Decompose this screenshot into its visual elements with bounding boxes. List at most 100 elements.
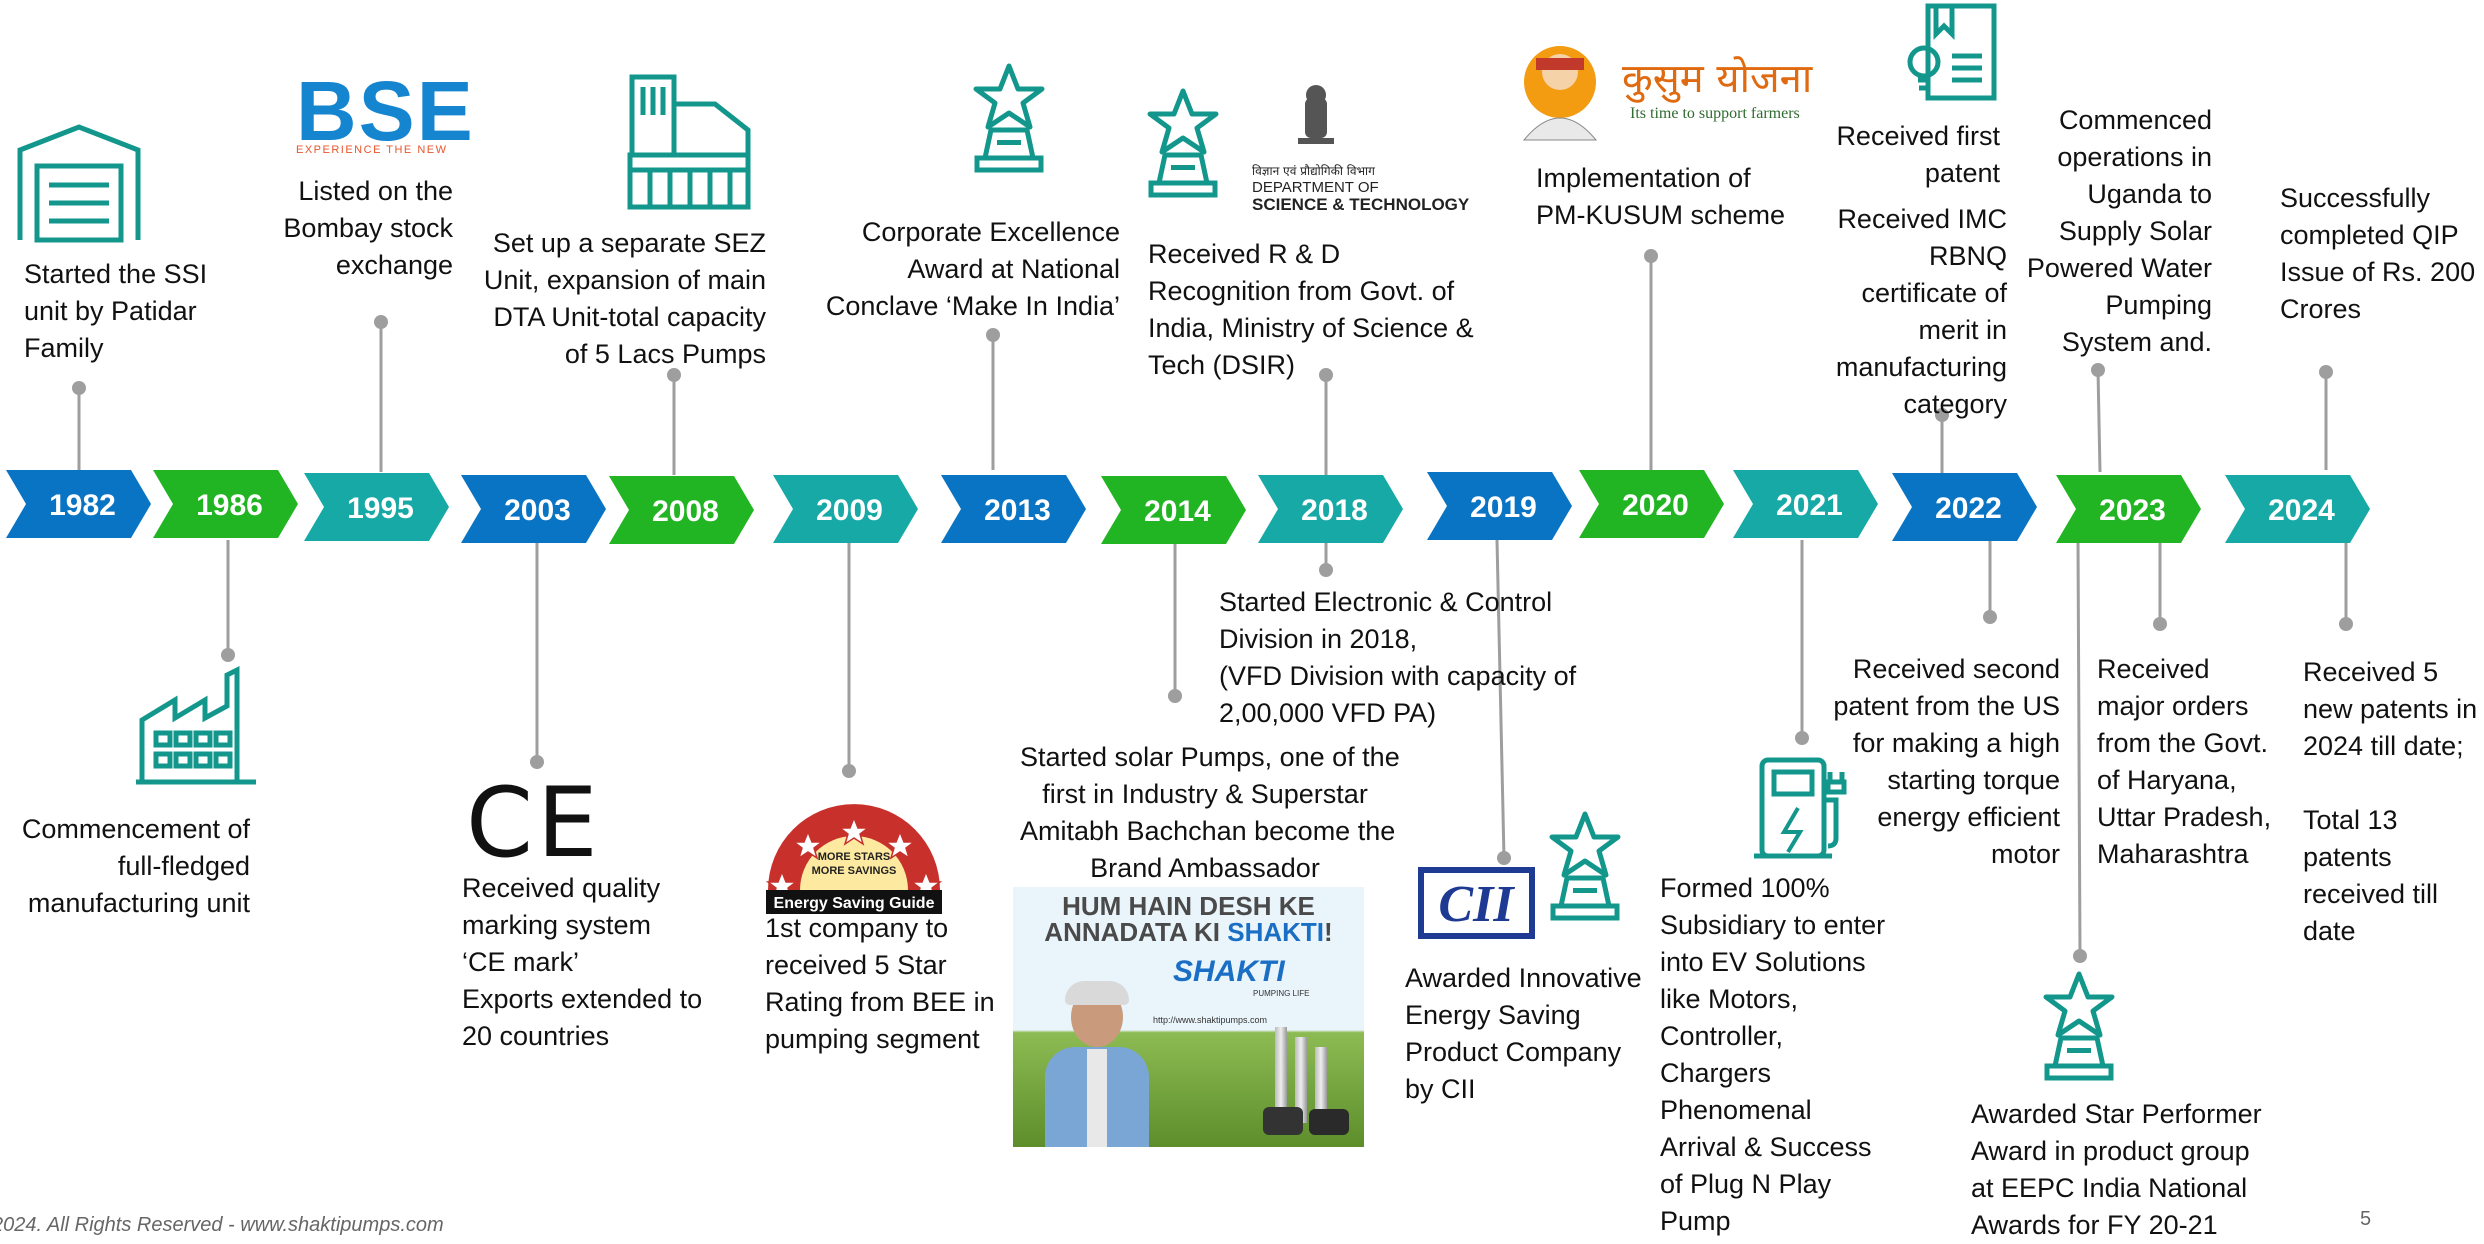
warehouse-icon — [17, 124, 141, 243]
year-chevron-2019: 2019 — [1427, 472, 1572, 540]
year-chevron-2008: 2008 — [609, 476, 754, 544]
patent-document-icon — [1907, 3, 1997, 101]
svg-text:SCIENCE & TECHNOLOGY: SCIENCE & TECHNOLOGY — [1252, 195, 1470, 214]
brand-ambassador-ad-image: HUM HAIN DESH KE ANNADATA KI SHAKTI! SHA… — [1013, 887, 1364, 1147]
building-icon — [627, 74, 751, 210]
year-label: 2014 — [1144, 495, 1211, 528]
connector-dot-2013 — [986, 328, 1000, 342]
trophy-icon — [2046, 974, 2112, 1078]
connector-dot-1986 — [221, 648, 235, 662]
year-chevron-2021: 2021 — [1733, 470, 1878, 538]
year-label: 2003 — [504, 494, 571, 527]
chevron-shape — [2056, 475, 2201, 543]
connector-dot-2008 — [667, 368, 681, 382]
connector-dot-2018-top — [1319, 368, 1333, 382]
chevron-shape — [773, 475, 918, 543]
svg-text:CII: CII — [1438, 876, 1515, 933]
year-label: 2024 — [2268, 494, 2335, 527]
chevron-shape — [1579, 470, 1724, 538]
svg-text:BSE: BSE — [296, 64, 475, 158]
chevron-shape — [461, 475, 606, 543]
factory-icon — [136, 665, 256, 785]
connector-dot-2023-orders — [2153, 617, 2167, 631]
svg-text:विज्ञान एवं प्रौद्योगिकी विभाग: विज्ञान एवं प्रौद्योगिकी विभाग — [1252, 164, 1375, 178]
svg-text:MORE SAVINGS: MORE SAVINGS — [812, 865, 897, 877]
ev-charger-icon — [1754, 757, 1847, 859]
chevron-shape — [1258, 475, 1403, 543]
trophy-icon — [1552, 814, 1618, 918]
year-label: 1995 — [347, 492, 414, 525]
connector-dot-2003 — [530, 755, 544, 769]
year-chevron-2024: 2024 — [2225, 475, 2370, 543]
year-chevron-2003: 2003 — [461, 475, 606, 543]
svg-text:EXPERIENCE THE NEW: EXPERIENCE THE NEW — [296, 144, 448, 156]
chevron-shape — [1892, 473, 2037, 541]
copyright-footer: 2024. All Rights Reserved - www.shaktipu… — [0, 1214, 444, 1236]
year-label: 2022 — [1935, 492, 2002, 525]
cii-logo: CII — [1418, 867, 1535, 939]
chevron-shape — [941, 475, 1086, 543]
year-chevron-2013: 2013 — [941, 475, 1086, 543]
connector-dot-2020 — [1644, 249, 1658, 263]
connector-dot-2009 — [842, 764, 856, 778]
year-chevron-2023: 2023 — [2056, 475, 2201, 543]
chevron-shape — [1101, 476, 1246, 544]
svg-text:Its time to support farmers: Its time to support farmers — [1630, 105, 1800, 122]
trophy-icon — [976, 66, 1042, 170]
chevron-shape — [609, 476, 754, 544]
ad-brand-logo: SHAKTI — [1173, 955, 1285, 988]
year-chevron-2014: 2014 — [1101, 476, 1246, 544]
chevron-shape — [6, 470, 151, 538]
dst-emblem-logo: विज्ञान एवं प्रौद्योगिकी विभाग DEPARTMEN… — [1252, 85, 1470, 214]
kusum-yojana-logo: कुसुम योजना Its time to support farmers — [1522, 46, 1813, 141]
ce-mark-logo: CE — [466, 767, 602, 879]
connector-dot-1982 — [72, 381, 86, 395]
connector-dot-2023-award — [2073, 949, 2087, 963]
year-label: 2019 — [1470, 491, 1537, 524]
connector-dot-2023-top — [2091, 363, 2105, 377]
year-chevron-2020: 2020 — [1579, 470, 1724, 538]
year-label: 2013 — [984, 494, 1051, 527]
year-chevron-1986: 1986 — [153, 470, 298, 538]
svg-text:DEPARTMENT OF: DEPARTMENT OF — [1252, 179, 1379, 196]
year-label: 2021 — [1776, 489, 1843, 522]
page-number: 5 — [2360, 1208, 2372, 1230]
svg-text:कुसुम योजना: कुसुम योजना — [1622, 56, 1813, 103]
year-label: 2008 — [652, 495, 719, 528]
year-chevron-2022: 2022 — [1892, 473, 2037, 541]
ad-headline: HUM HAIN DESH KE — [1062, 891, 1315, 921]
person-figure — [1035, 979, 1155, 1147]
svg-text:MORE STARS: MORE STARS — [818, 851, 891, 863]
connector-2019 — [1495, 539, 1506, 859]
connector-dot-2019 — [1497, 851, 1511, 865]
year-label: 2018 — [1301, 494, 1368, 527]
bee-star-label-logo: MORE STARS MORE SAVINGS Energy Saving Gu… — [765, 804, 943, 914]
chevron-shape — [2225, 475, 2370, 543]
svg-text:Energy Saving Guide: Energy Saving Guide — [774, 895, 935, 912]
chevron-shape — [153, 470, 298, 538]
connector-dot-2021 — [1795, 731, 1809, 745]
connector-dot-2024-top — [2319, 365, 2333, 379]
pump-products-image — [1263, 1027, 1353, 1137]
connector-dot-2022-top — [1935, 408, 1949, 422]
year-label: 1982 — [49, 489, 116, 522]
bse-logo: BSE EXPERIENCE THE NEW — [296, 64, 475, 158]
